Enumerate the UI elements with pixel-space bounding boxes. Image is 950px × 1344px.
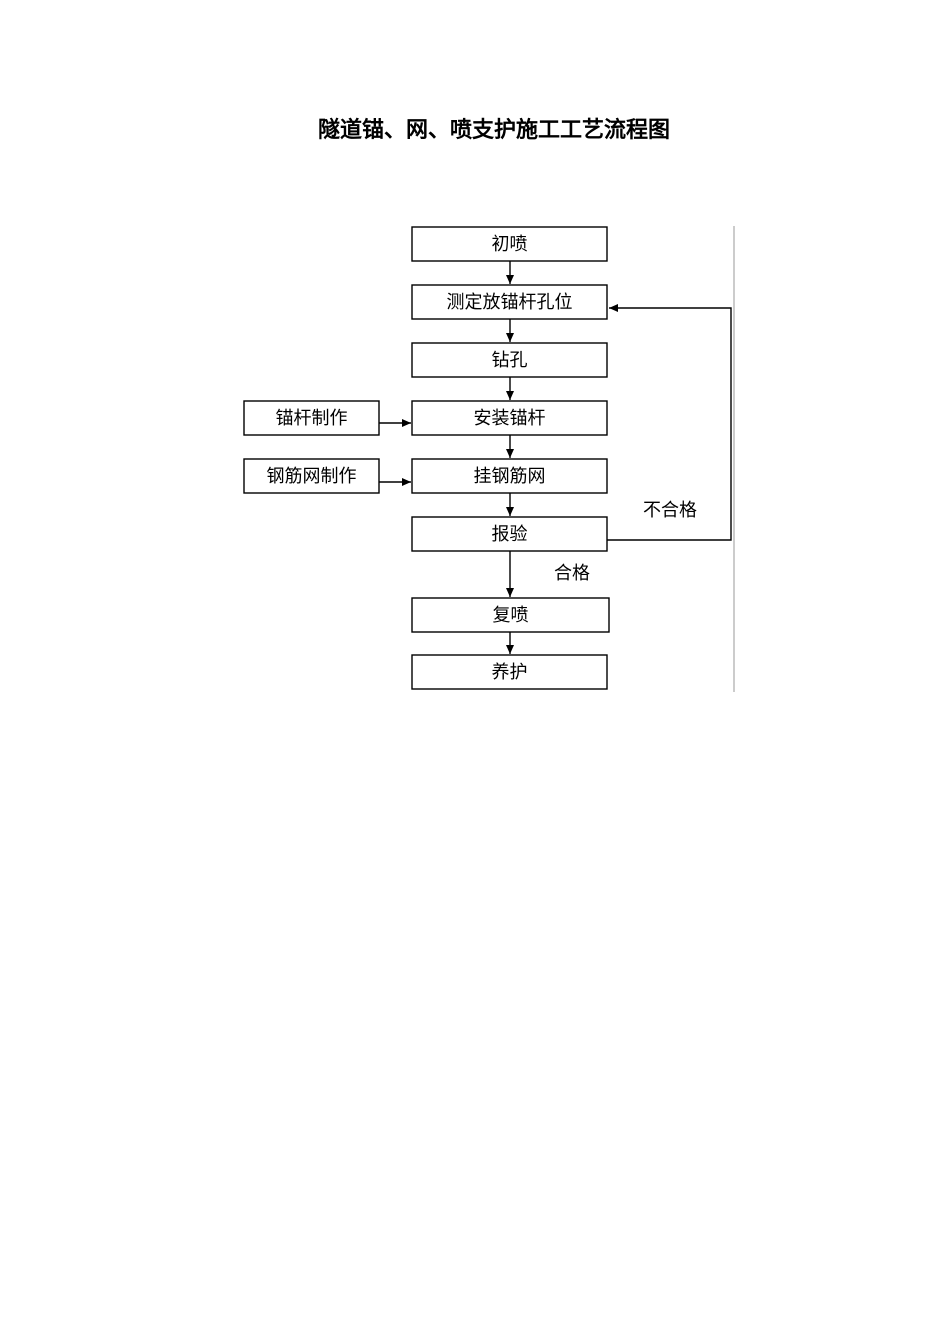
- node-label: 复喷: [493, 605, 529, 626]
- node-measure-position: 测定放锚杆孔位: [411, 284, 608, 320]
- node-bolt-fabrication: 锚杆制作: [243, 400, 380, 436]
- node-curing: 养护: [411, 654, 608, 690]
- node-label: 锚杆制作: [276, 408, 348, 429]
- node-hang-mesh: 挂钢筋网: [411, 458, 608, 494]
- node-label: 钢筋网制作: [267, 466, 357, 487]
- page-title: 隧道锚、网、喷支护施工工艺流程图: [318, 118, 671, 143]
- node-label: 养护: [492, 662, 528, 683]
- arrow-fail-loop: [607, 304, 732, 541]
- node-label: 初喷: [492, 234, 528, 255]
- node-label: 测定放锚杆孔位: [447, 292, 573, 313]
- node-drill: 钻孔: [411, 342, 608, 378]
- node-install-bolt: 安装锚杆: [411, 400, 608, 436]
- node-initial-spray: 初喷: [411, 226, 608, 262]
- node-label: 挂钢筋网: [474, 466, 546, 487]
- node-label: 报验: [492, 524, 528, 545]
- edge-label-pass: 合格: [554, 563, 590, 584]
- node-re-spray: 复喷: [411, 597, 610, 633]
- node-label: 安装锚杆: [474, 408, 546, 429]
- node-inspection: 报验: [411, 516, 608, 552]
- edge-label-fail: 不合格: [643, 500, 697, 521]
- node-label: 钻孔: [492, 350, 528, 371]
- node-mesh-fabrication: 钢筋网制作: [243, 458, 380, 494]
